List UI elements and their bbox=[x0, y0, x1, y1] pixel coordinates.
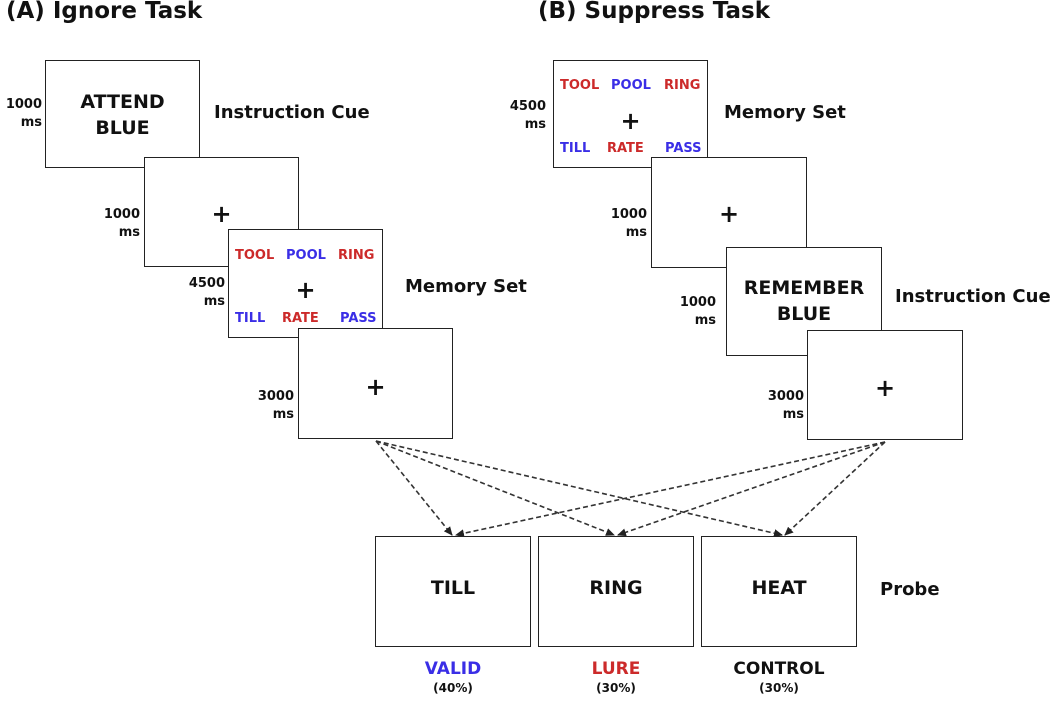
arrow-a-to-control bbox=[375, 440, 783, 538]
probe-screen-lure: RING bbox=[538, 536, 694, 647]
panel-b-cue-line1: REMEMBER bbox=[743, 277, 865, 299]
panel-a-memory-timing: 4500 ms bbox=[188, 276, 225, 309]
panel-b-instruction-cue-label: Instruction Cue bbox=[895, 286, 1050, 307]
probe-word: TILL bbox=[430, 577, 476, 599]
panel-a-memory-set-label: Memory Set bbox=[405, 276, 527, 297]
panel-b-fixation-screen-2: + bbox=[807, 330, 963, 440]
panel-b-memory-screen: TOOL POOL RING + TILL RATE PASS bbox=[553, 60, 708, 168]
memory-word: RING bbox=[338, 248, 375, 263]
memory-word: TOOL bbox=[560, 78, 600, 93]
probe-word: RING bbox=[589, 577, 643, 599]
probe-screen-valid: TILL bbox=[375, 536, 531, 647]
arrow-a-to-valid bbox=[375, 440, 453, 536]
condition-control: CONTROL (30%) bbox=[719, 658, 839, 696]
fixation-cross: + bbox=[211, 200, 232, 228]
panel-b-memory-set-label: Memory Set bbox=[724, 102, 846, 123]
panel-b-memory-timing: 4500 ms bbox=[509, 99, 546, 132]
fixation-cross: + bbox=[365, 373, 386, 401]
panel-a-fixation-screen-2: + bbox=[298, 328, 453, 439]
condition-percent: (30%) bbox=[759, 681, 799, 695]
arrow-b-to-control bbox=[784, 441, 886, 536]
panel-b-cue-line2: BLUE bbox=[776, 303, 832, 325]
condition-lure: LURE (30%) bbox=[556, 658, 676, 696]
memory-word: RING bbox=[664, 78, 701, 93]
condition-percent: (40%) bbox=[433, 681, 473, 695]
panel-a-instruction-cue-label: Instruction Cue bbox=[214, 102, 370, 123]
memory-word: TILL bbox=[560, 141, 591, 156]
fixation-cross: + bbox=[874, 374, 896, 402]
fixation-cross: + bbox=[718, 200, 740, 228]
condition-name: VALID bbox=[424, 659, 482, 679]
panel-b-cue-timing: 1000 ms bbox=[679, 295, 716, 328]
memory-word: POOL bbox=[611, 78, 651, 93]
panel-a-cue-line2: BLUE bbox=[95, 117, 150, 139]
arrow-a-to-lure bbox=[375, 440, 615, 536]
memory-word: PASS bbox=[665, 141, 702, 156]
condition-valid: VALID (40%) bbox=[393, 658, 513, 696]
memory-word: RATE bbox=[282, 311, 319, 326]
condition-name: CONTROL bbox=[733, 659, 825, 679]
panel-a-title: (A) Ignore Task bbox=[6, 0, 203, 24]
fixation-cross: + bbox=[620, 107, 641, 135]
panel-a-cue-timing: 1000 ms bbox=[5, 97, 42, 130]
fixation-cross: + bbox=[295, 276, 316, 304]
memory-word: TOOL bbox=[235, 248, 275, 263]
arrow-b-to-lure bbox=[617, 441, 886, 537]
memory-word: TILL bbox=[235, 311, 266, 326]
memory-word: PASS bbox=[340, 311, 377, 326]
probe-label: Probe bbox=[880, 579, 940, 600]
condition-percent: (30%) bbox=[596, 681, 636, 695]
panel-a-memory-screen: TOOL POOL RING + TILL RATE PASS bbox=[228, 229, 383, 338]
memory-word: POOL bbox=[286, 248, 326, 263]
probe-screen-control: HEAT bbox=[701, 536, 857, 647]
panel-a-cue-line1: ATTEND bbox=[80, 91, 165, 113]
memory-word: RATE bbox=[607, 141, 644, 156]
panel-a-fix2-timing: 3000 ms bbox=[257, 389, 294, 422]
panel-b-fix2-timing: 3000 ms bbox=[767, 389, 804, 422]
probe-word: HEAT bbox=[751, 577, 807, 599]
panel-a-instruction-screen: ATTEND BLUE bbox=[45, 60, 200, 168]
panel-b-title: (B) Suppress Task bbox=[538, 0, 770, 24]
arrow-b-to-valid bbox=[455, 441, 886, 538]
panel-a-fix1-timing: 1000 ms bbox=[103, 207, 140, 240]
panel-b-fix1-timing: 1000 ms bbox=[610, 207, 647, 240]
condition-name: LURE bbox=[591, 659, 641, 679]
